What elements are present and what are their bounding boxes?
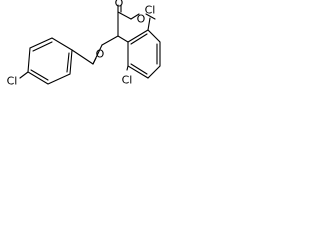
atom-cl-top: Cl: [145, 4, 156, 17]
ring2-double-2: [30, 69, 49, 81]
bond-alpha-ch2: [101, 35, 119, 46]
bonds: [19, 4, 161, 85]
bond-ketone-aryl: [71, 49, 94, 65]
ring-double-3: [130, 63, 148, 75]
dichlorophenyl-ring: [127, 29, 161, 79]
atom-o-carbonyl: O: [115, 0, 124, 10]
bond-methyl: [145, 13, 156, 20]
bond-cl-bottom: [126, 65, 129, 71]
atom-o-ether: O: [137, 13, 146, 26]
atom-labels: O O Cl Cl O Cl: [7, 0, 156, 88]
bond-alpha-ring: [117, 35, 129, 43]
chlorophenyl-ring: [27, 37, 73, 85]
ring2-double-1: [32, 41, 53, 52]
ring-double-1: [130, 33, 148, 45]
bond-cl-top: [147, 17, 151, 31]
atom-cl-bottom: Cl: [122, 74, 133, 87]
bond-ester-carbon: [117, 11, 132, 20]
bond-ketone-o-a: [92, 57, 97, 65]
chemical-structure: O O Cl Cl O Cl: [7, 0, 161, 88]
ring2-double-3: [66, 52, 70, 73]
bond-cl-para: [19, 71, 29, 79]
bond-ether: [130, 13, 140, 20]
atom-o-ketone: O: [96, 48, 105, 61]
atom-cl-para: Cl: [7, 75, 18, 88]
